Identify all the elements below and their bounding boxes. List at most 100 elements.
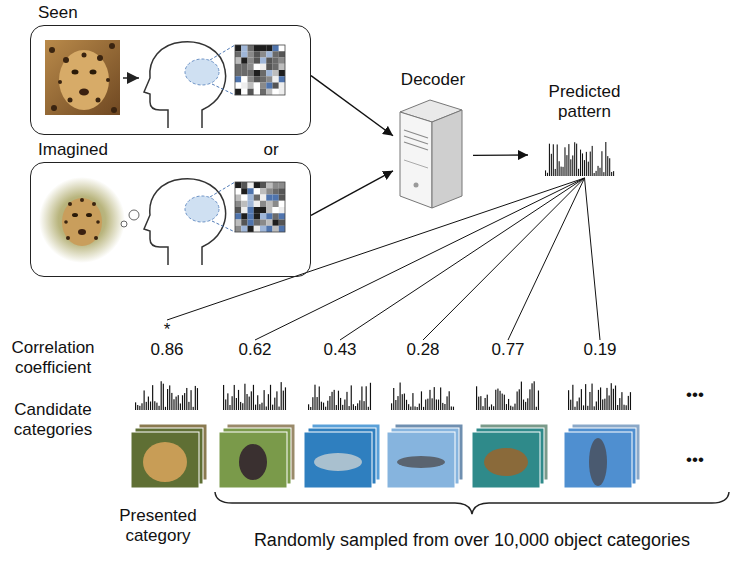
photo <box>131 432 199 488</box>
voxel <box>254 213 260 219</box>
bar <box>402 394 403 410</box>
bar <box>489 407 490 410</box>
bar <box>596 401 597 410</box>
bar <box>613 171 614 176</box>
voxel <box>241 226 247 232</box>
bar <box>570 400 571 410</box>
voxel <box>235 220 241 226</box>
voxel <box>260 89 266 95</box>
input-panel: Imagined <box>30 140 311 277</box>
category-photo-stack <box>387 424 463 488</box>
predicted-pattern: Predicted pattern <box>528 82 641 178</box>
bar <box>340 398 341 410</box>
bar <box>497 389 498 410</box>
bar <box>502 394 503 410</box>
pattern-bars <box>135 381 198 410</box>
decoder-computer: Decoder <box>393 70 473 210</box>
bar <box>397 396 398 410</box>
voxel <box>241 64 247 70</box>
bar <box>319 386 320 410</box>
bar <box>482 406 483 410</box>
rounded-frame <box>30 162 311 277</box>
bar <box>566 155 567 176</box>
photo <box>472 432 540 488</box>
bar <box>611 383 612 410</box>
bar <box>346 392 347 410</box>
candidate-category: 0.77 <box>469 340 547 412</box>
bar <box>617 405 618 410</box>
bar <box>152 385 153 410</box>
category-photo-stack <box>131 424 207 488</box>
voxel <box>279 45 285 51</box>
voxel <box>279 220 285 226</box>
bar <box>598 390 599 410</box>
voxel <box>273 51 279 57</box>
bar <box>517 391 518 410</box>
bar <box>589 392 590 410</box>
bar <box>572 385 573 410</box>
correlation-value: 0.19 <box>561 340 639 360</box>
voxel <box>241 207 247 213</box>
bar <box>146 402 147 410</box>
voxel-pattern <box>235 45 285 95</box>
voxel <box>241 45 247 51</box>
bar <box>576 144 577 176</box>
bar <box>359 400 360 410</box>
category-photo-stack <box>304 424 380 488</box>
bar <box>598 166 599 176</box>
voxel <box>279 76 285 82</box>
voxel <box>241 51 247 57</box>
voxel <box>260 51 266 57</box>
bar <box>400 383 401 410</box>
voxel <box>279 64 285 70</box>
bar <box>587 406 588 410</box>
bar <box>342 405 343 410</box>
bar <box>609 158 610 176</box>
voxel <box>248 89 254 95</box>
voxel <box>235 76 241 82</box>
category-photo-stack <box>219 424 295 488</box>
voxel <box>273 195 279 201</box>
bar <box>434 387 435 410</box>
bar <box>572 155 573 176</box>
bar <box>357 403 358 410</box>
bar <box>432 398 433 410</box>
voxel <box>273 64 279 70</box>
bar <box>491 404 492 410</box>
bar <box>178 395 179 410</box>
voxel <box>266 213 272 219</box>
bar <box>182 395 183 410</box>
bar <box>193 407 194 410</box>
voxel <box>248 226 254 232</box>
bar <box>393 388 394 410</box>
bar <box>574 142 575 176</box>
flow-arrow <box>473 154 528 156</box>
voxel <box>266 207 272 213</box>
bar <box>355 406 356 410</box>
bar <box>225 399 226 410</box>
voxel <box>254 195 260 201</box>
server-icon <box>400 100 462 208</box>
voxel <box>260 226 266 232</box>
flow-arrow <box>311 76 393 136</box>
candidate-category: 0.28 <box>384 340 462 412</box>
bar <box>366 386 367 410</box>
bar <box>499 391 500 410</box>
voxel <box>248 83 254 89</box>
bar <box>442 403 443 410</box>
bar <box>325 407 326 410</box>
bar <box>197 388 198 410</box>
candidate-category: 0.62 <box>216 340 294 412</box>
bar <box>582 153 583 176</box>
bar <box>519 389 520 410</box>
bar <box>338 391 339 410</box>
voxel <box>279 58 285 64</box>
panel-heading: Seen <box>30 3 311 23</box>
bar <box>141 403 142 410</box>
bar <box>391 403 392 410</box>
conjunction-label: or <box>263 140 278 160</box>
bar <box>349 406 350 410</box>
voxel <box>266 226 272 232</box>
bar <box>521 382 522 410</box>
